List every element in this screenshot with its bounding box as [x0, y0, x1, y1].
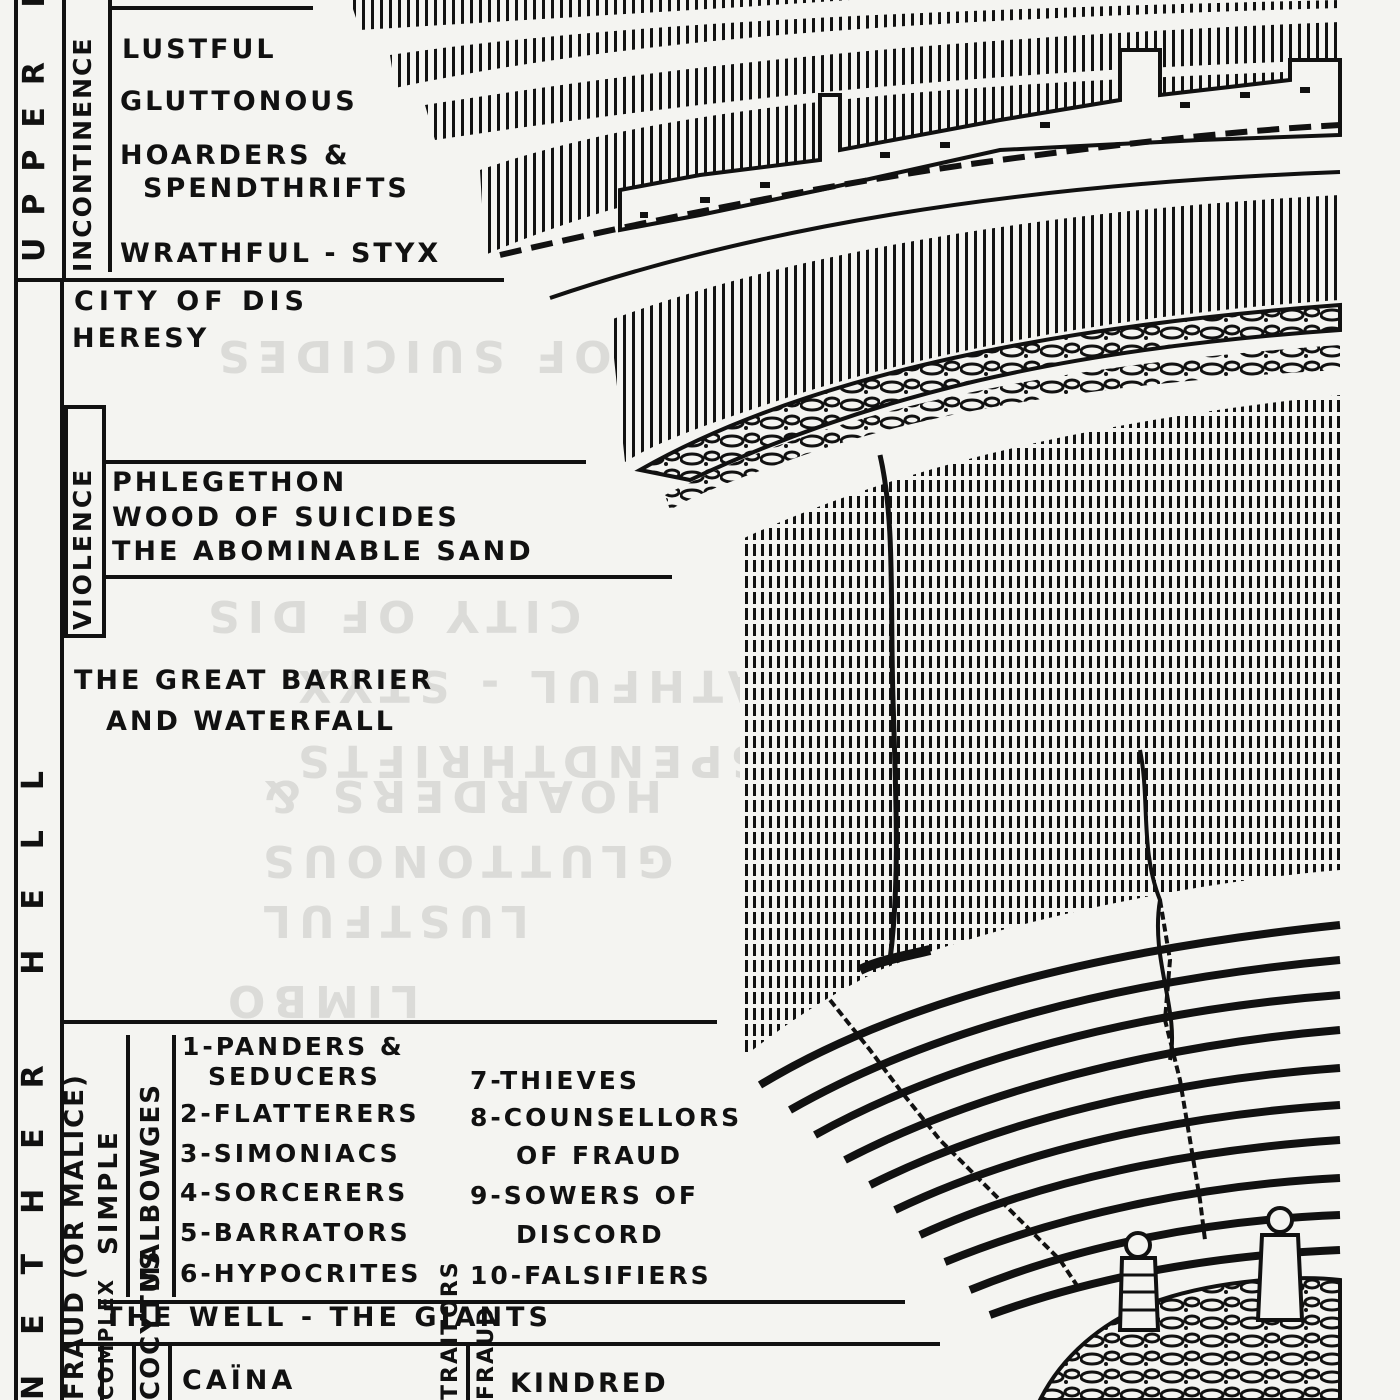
heresy-band: [610, 195, 1340, 462]
malbowge-8b-label: OF FRAUD: [516, 1141, 683, 1170]
ring-3-hatch: [425, 22, 1340, 140]
malbowge-3-label: 3-SIMONIACS: [180, 1139, 401, 1168]
violence-box-left: [64, 405, 68, 638]
figure-virgil: [1255, 1206, 1305, 1322]
hoarders-label: HOARDERS &: [120, 140, 351, 171]
fraud-malice-label: FRAUD (OR MALICE): [60, 1073, 90, 1400]
upper-col-divider: [62, 0, 66, 280]
incontinence-label: INCONTINENCE: [68, 36, 97, 272]
abominable-sand-label: THE ABOMINABLE SAND: [112, 536, 534, 567]
phlegethon-river: [634, 302, 1342, 483]
violence-box-top: [64, 405, 106, 409]
violence-label: VIOLENCE: [68, 466, 97, 630]
wood-of-suicides-label: WOOD OF SUICIDES: [112, 502, 460, 533]
malbowge-1-label: 1-PANDERS &: [182, 1032, 405, 1061]
caina-label: CAÏNA: [182, 1365, 297, 1396]
ring-1-hatch: [350, 0, 850, 30]
malbowge-7-label: 7-THIEVES: [470, 1066, 640, 1095]
kindred-label: KINDRED: [510, 1368, 669, 1399]
waterfall-pool: [857, 945, 932, 975]
styx-marsh: [499, 122, 1341, 258]
city-of-dis-label: CITY OF DIS: [74, 286, 309, 317]
bridge-ridge-2: [1158, 899, 1207, 1241]
malbowge-9-label: 9-SOWERS OF: [470, 1181, 699, 1210]
malbowge-1b-label: SEDUCERS: [208, 1062, 381, 1091]
phlegethon-top-rule: [104, 460, 586, 464]
waterfall: [877, 454, 899, 961]
phlegethon-label: PHLEGETHON: [112, 467, 348, 498]
dis-lower-edge: [549, 170, 1341, 300]
cocytus-col-divider-2: [168, 1342, 172, 1400]
wrathful-styx-label: WRATHFUL - STYX: [120, 238, 442, 269]
malbowge-10-label: 10-FALSIFIERS: [470, 1261, 712, 1290]
sand-band: [665, 345, 1340, 510]
nether-hell-label: NETHER HELL: [16, 730, 51, 1400]
city-towers: [618, 48, 1342, 233]
great-barrier-label: THE GREAT BARRIER: [74, 665, 435, 696]
malbowge-8-label: 8-COUNSELLORS: [470, 1103, 743, 1132]
violence-bottom-rule: [104, 575, 672, 579]
malbowge-4-label: 4-SORCERERS: [180, 1178, 409, 1207]
incontinence-col-divider: [108, 0, 112, 272]
nether-col-divider: [60, 280, 64, 1400]
heresy-label: HERESY: [72, 323, 210, 354]
great-barrier-cliff: [740, 395, 1340, 1060]
left-border: [14, 0, 18, 1400]
malbowge-5-label: 5-BARRATORS: [180, 1218, 411, 1247]
well-bottom-rule: [62, 1342, 940, 1346]
complex-label: COMPLEX: [94, 1277, 118, 1400]
city-windows: [640, 87, 1310, 218]
malbowge-6-label: 6-HYPOCRITES: [180, 1259, 422, 1288]
malbowge-9b-label: DISCORD: [516, 1220, 665, 1249]
well-giants-label: THE WELL - THE GIANTS: [104, 1302, 552, 1333]
simple-label: SIMPLE: [94, 1129, 124, 1255]
complex-col-divider: [100, 1342, 104, 1400]
upper-hell-label: UPPER HELL: [17, 0, 52, 262]
violence-box-bottom: [64, 634, 106, 638]
top-rule: [108, 6, 313, 10]
fraud-top-rule: [62, 1020, 717, 1024]
simple-col-divider: [126, 1035, 130, 1297]
waterfall-label: AND WATERFALL: [106, 706, 396, 737]
spendthrifts-label: SPENDTHRIFTS: [143, 173, 410, 204]
well-top-rule: [100, 1300, 905, 1304]
ring-2-hatch: [390, 0, 1340, 88]
figure-dante: [1117, 1231, 1161, 1332]
bridge-ridge-1: [828, 998, 1082, 1292]
gluttonous-label: GLUTTONOUS: [120, 86, 358, 117]
cocytus-col-divider: [132, 1342, 136, 1400]
upper-hell-bottom-rule: [14, 278, 504, 282]
violence-box-right: [102, 405, 106, 638]
malbowge-2-label: 2-FLATTERERS: [180, 1099, 420, 1128]
lustful-label: LUSTFUL: [122, 34, 277, 65]
traitors-col-divider: [466, 1342, 470, 1400]
malbowges-col-divider: [172, 1035, 176, 1297]
